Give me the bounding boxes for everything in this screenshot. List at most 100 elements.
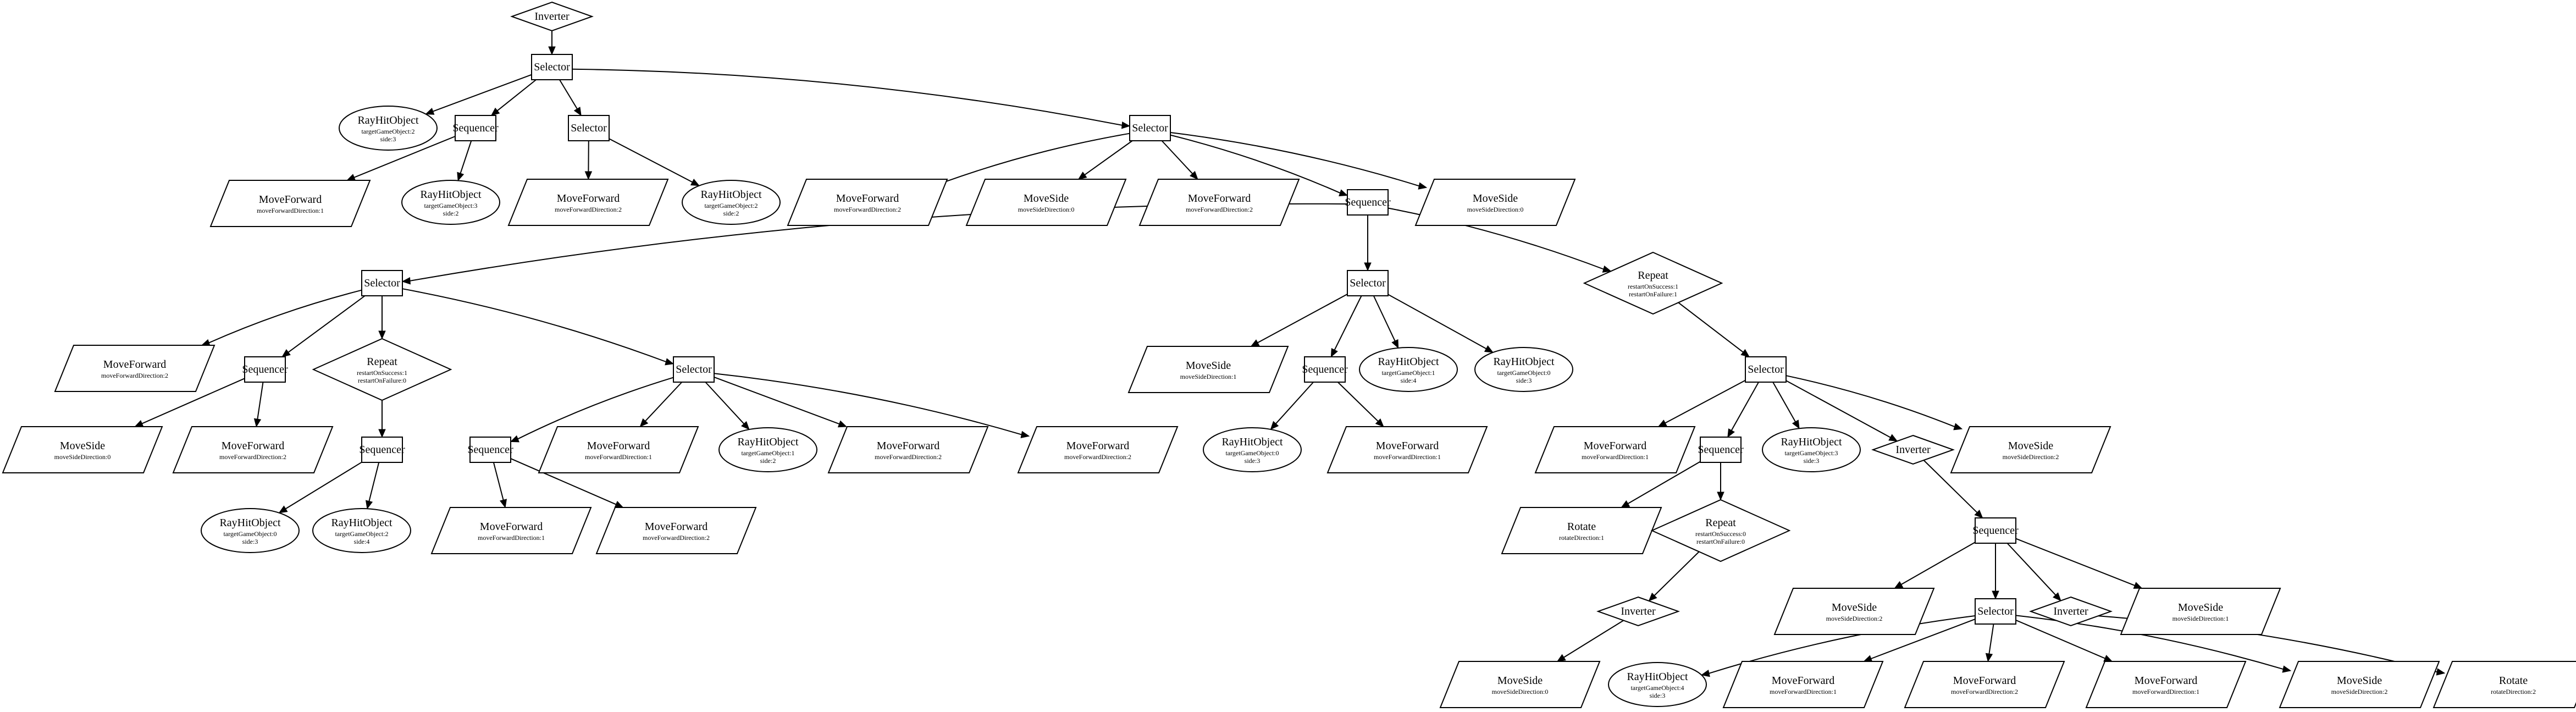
node-label: MoveForward [480, 521, 543, 533]
node-label: MoveSide [1186, 360, 1231, 372]
node-label: MoveSide [1024, 192, 1069, 205]
edge-arrowhead [1992, 590, 1999, 600]
edge-line [285, 461, 362, 510]
node-label: MoveForward [1772, 675, 1834, 687]
parallelogram-shape [2120, 588, 2281, 635]
edge-arrowhead [639, 418, 649, 427]
box-shape [1975, 598, 2016, 625]
node-label: Inverter [1621, 605, 1656, 617]
node-param: side:2 [443, 209, 459, 217]
diamond-shape [1596, 596, 1680, 627]
edge-line [433, 74, 532, 112]
edge-arrowhead [510, 435, 519, 443]
box-shape [531, 54, 573, 80]
edge-arrowhead [2133, 582, 2143, 589]
node-label: Selector [364, 277, 400, 289]
edge-arrowhead [1484, 345, 1494, 353]
node-label: MoveForward [1953, 675, 2016, 687]
ellipse-shape [682, 180, 781, 225]
node-label: Repeat [1638, 269, 1668, 282]
edge-line [1654, 551, 1700, 596]
node-param: moveSideDirection:0 [54, 453, 111, 461]
node-param: moveForwardDirection:1 [585, 453, 652, 461]
node-param: moveForwardDirection:1 [257, 207, 324, 214]
box-shape [1347, 189, 1389, 216]
edge-arrowhead [573, 107, 582, 117]
parallelogram-shape [54, 345, 215, 392]
node-label: RayHitObject [1221, 436, 1283, 448]
selector-node: Selector [1975, 598, 2016, 625]
edge-line [1627, 461, 1701, 504]
sequencer-node: Sequencer [467, 437, 513, 463]
box-shape [361, 437, 403, 463]
node-param: restartOnFailure:0 [358, 377, 406, 384]
edge-line [460, 140, 472, 174]
edge-line [1161, 140, 1193, 174]
node-param: restartOnSuccess:1 [1628, 283, 1678, 290]
node-label: RayHitObject [1493, 356, 1555, 368]
node-param: moveForwardDirection:2 [875, 453, 942, 461]
node-param: side:3 [1245, 457, 1261, 465]
edge-line [1923, 460, 1978, 513]
parallelogram-shape [595, 507, 757, 554]
node-label: MoveSide [1473, 192, 1518, 205]
edge-arrowhead [457, 172, 465, 181]
edge-arrowhead [1863, 655, 1873, 663]
node-label: MoveForward [1584, 440, 1646, 452]
node-label: MoveSide [2337, 675, 2382, 687]
node-label: MoveForward [557, 192, 620, 205]
edge-arrowhead [1121, 121, 1131, 129]
edge-arrowhead [281, 349, 291, 357]
node-label: MoveForward [259, 194, 322, 206]
edge-line [288, 295, 366, 353]
edge-arrowhead [584, 171, 593, 180]
box-shape [1304, 356, 1346, 383]
node-param: moveForwardDirection:2 [219, 453, 286, 461]
edge-line [257, 382, 264, 420]
parallelogram-shape [209, 180, 371, 227]
node-param: moveSideDirection:0 [1492, 688, 1549, 696]
edge-line [705, 382, 745, 424]
edge-line [1373, 295, 1396, 341]
edge-arrowhead [365, 500, 373, 510]
inverter-node: Inverter [2029, 596, 2113, 627]
edge-line [714, 376, 840, 425]
edge-line [609, 138, 693, 183]
edge-arrowhead [614, 501, 624, 508]
edge-arrowhead [1894, 581, 1904, 589]
node-label: MoveForward [222, 440, 284, 452]
ellipse-shape [1762, 427, 1861, 472]
sequencer-node: Sequencer [1345, 189, 1391, 216]
node-label: MoveForward [1376, 440, 1439, 452]
edge-line [517, 377, 674, 440]
inverter-node: Inverter [510, 1, 594, 32]
node-label: Rotate [2499, 675, 2528, 687]
edge-layer [134, 31, 2446, 677]
diamond-shape [1583, 251, 1723, 315]
ellipse-shape [312, 508, 411, 553]
parallelogram-shape [1950, 426, 2111, 473]
edge-arrowhead [1740, 349, 1750, 357]
edge-arrowhead [2282, 665, 2292, 673]
edge-arrowhead [1792, 420, 1800, 429]
node-label: Sequencer [452, 122, 499, 134]
node-param: targetGameObject:0 [1497, 369, 1550, 377]
box-shape [1129, 115, 1171, 141]
edge-line [2015, 619, 2105, 659]
node-label: MoveForward [836, 192, 899, 205]
node-label: Selector [1977, 605, 2014, 617]
node-param: targetGameObject:3 [1784, 449, 1838, 457]
node-label: MoveSide [2178, 601, 2223, 614]
node-label: Sequencer [467, 444, 513, 456]
node-label: Selector [676, 363, 712, 376]
node-param: moveForwardDirection:1 [1770, 688, 1837, 696]
